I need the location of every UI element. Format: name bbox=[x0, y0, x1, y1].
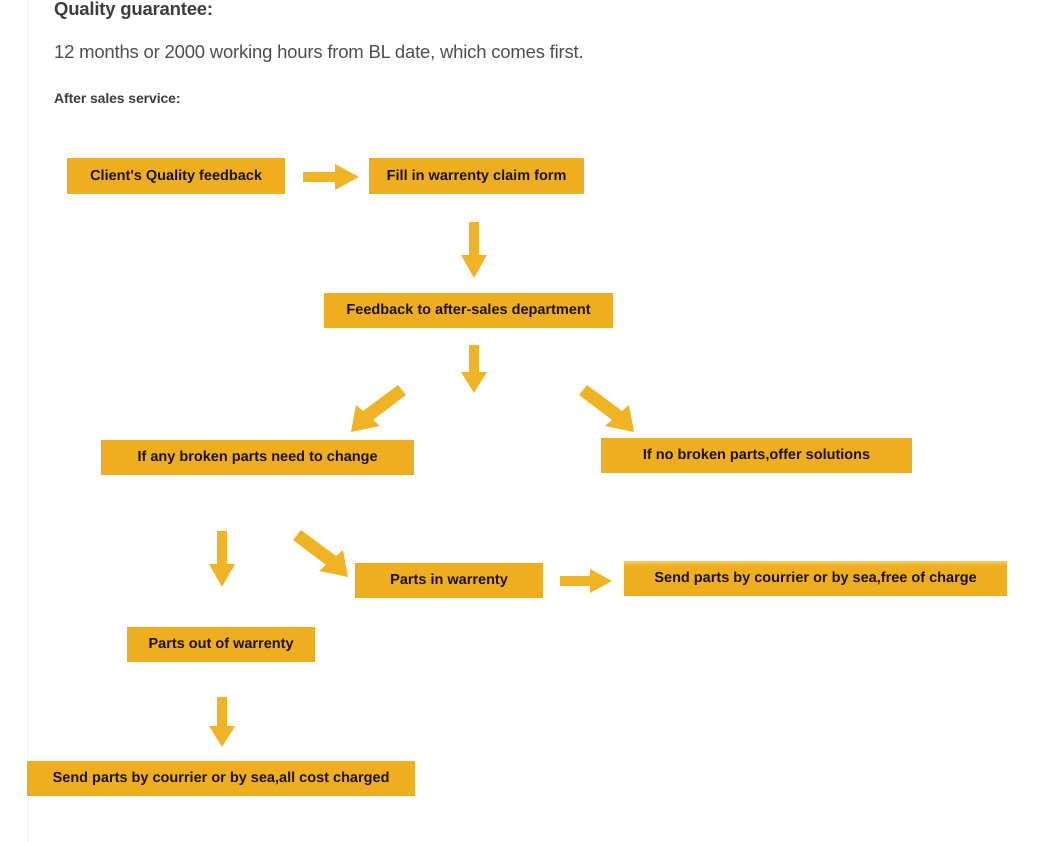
flow-node-label: Send parts by courrier or by sea,free of… bbox=[654, 570, 977, 587]
arrow-diagonal-feedback-to-nobroken bbox=[579, 385, 635, 433]
flow-node-parts-in-warrenty: Parts in warrenty bbox=[355, 563, 543, 598]
quality-guarantee-heading: Quality guarantee: bbox=[54, 0, 213, 19]
flow-node-label: Fill in warrenty claim form bbox=[386, 167, 567, 184]
flow-node-fill-claim-form: Fill in warrenty claim form bbox=[369, 158, 584, 194]
arrow-right-in-warrenty-to-send-free bbox=[560, 569, 612, 593]
flow-node-label: If no broken parts,offer solutions bbox=[642, 447, 871, 464]
flow-node-label: Parts in warrenty bbox=[390, 572, 508, 589]
flow-node-send-parts-charged: Send parts by courrier or by sea,all cos… bbox=[27, 761, 415, 796]
arrow-down-claimform-to-feedback bbox=[461, 222, 487, 278]
flow-node-label: If any broken parts need to change bbox=[137, 449, 378, 466]
flow-node-broken-parts-change: If any broken parts need to change bbox=[101, 440, 414, 475]
arrow-down-out-warrenty-to-send-all bbox=[209, 697, 235, 747]
page-left-rule bbox=[28, 0, 29, 842]
arrow-down-broken-to-out-warrenty bbox=[209, 531, 235, 587]
flow-node-label: Client's Quality feedback bbox=[90, 167, 262, 184]
flow-node-label: Feedback to after-sales department bbox=[346, 302, 591, 319]
arrow-diagonal-feedback-to-broken bbox=[350, 385, 406, 433]
quality-guarantee-paragraph: 12 months or 2000 working hours from BL … bbox=[54, 41, 584, 62]
flow-node-feedback-after-sales: Feedback to after-sales department bbox=[324, 293, 613, 328]
after-sales-service-heading: After sales service: bbox=[54, 90, 181, 106]
flow-node-no-broken-parts: If no broken parts,offer solutions bbox=[601, 438, 912, 473]
flow-node-label: Send parts by courrier or by sea,all cos… bbox=[52, 770, 390, 787]
flow-node-label: Parts out of warrenty bbox=[148, 636, 294, 653]
flow-node-client-quality-feedback: Client's Quality feedback bbox=[67, 158, 285, 194]
arrow-diagonal-broken-to-in-warrenty bbox=[293, 530, 349, 578]
arrow-down-feedback-center bbox=[461, 345, 487, 393]
arrow-right-client-to-claimform bbox=[303, 164, 359, 190]
flow-node-parts-out-warrenty: Parts out of warrenty bbox=[127, 627, 315, 662]
flow-node-send-parts-free: Send parts by courrier or by sea,free of… bbox=[624, 561, 1007, 596]
